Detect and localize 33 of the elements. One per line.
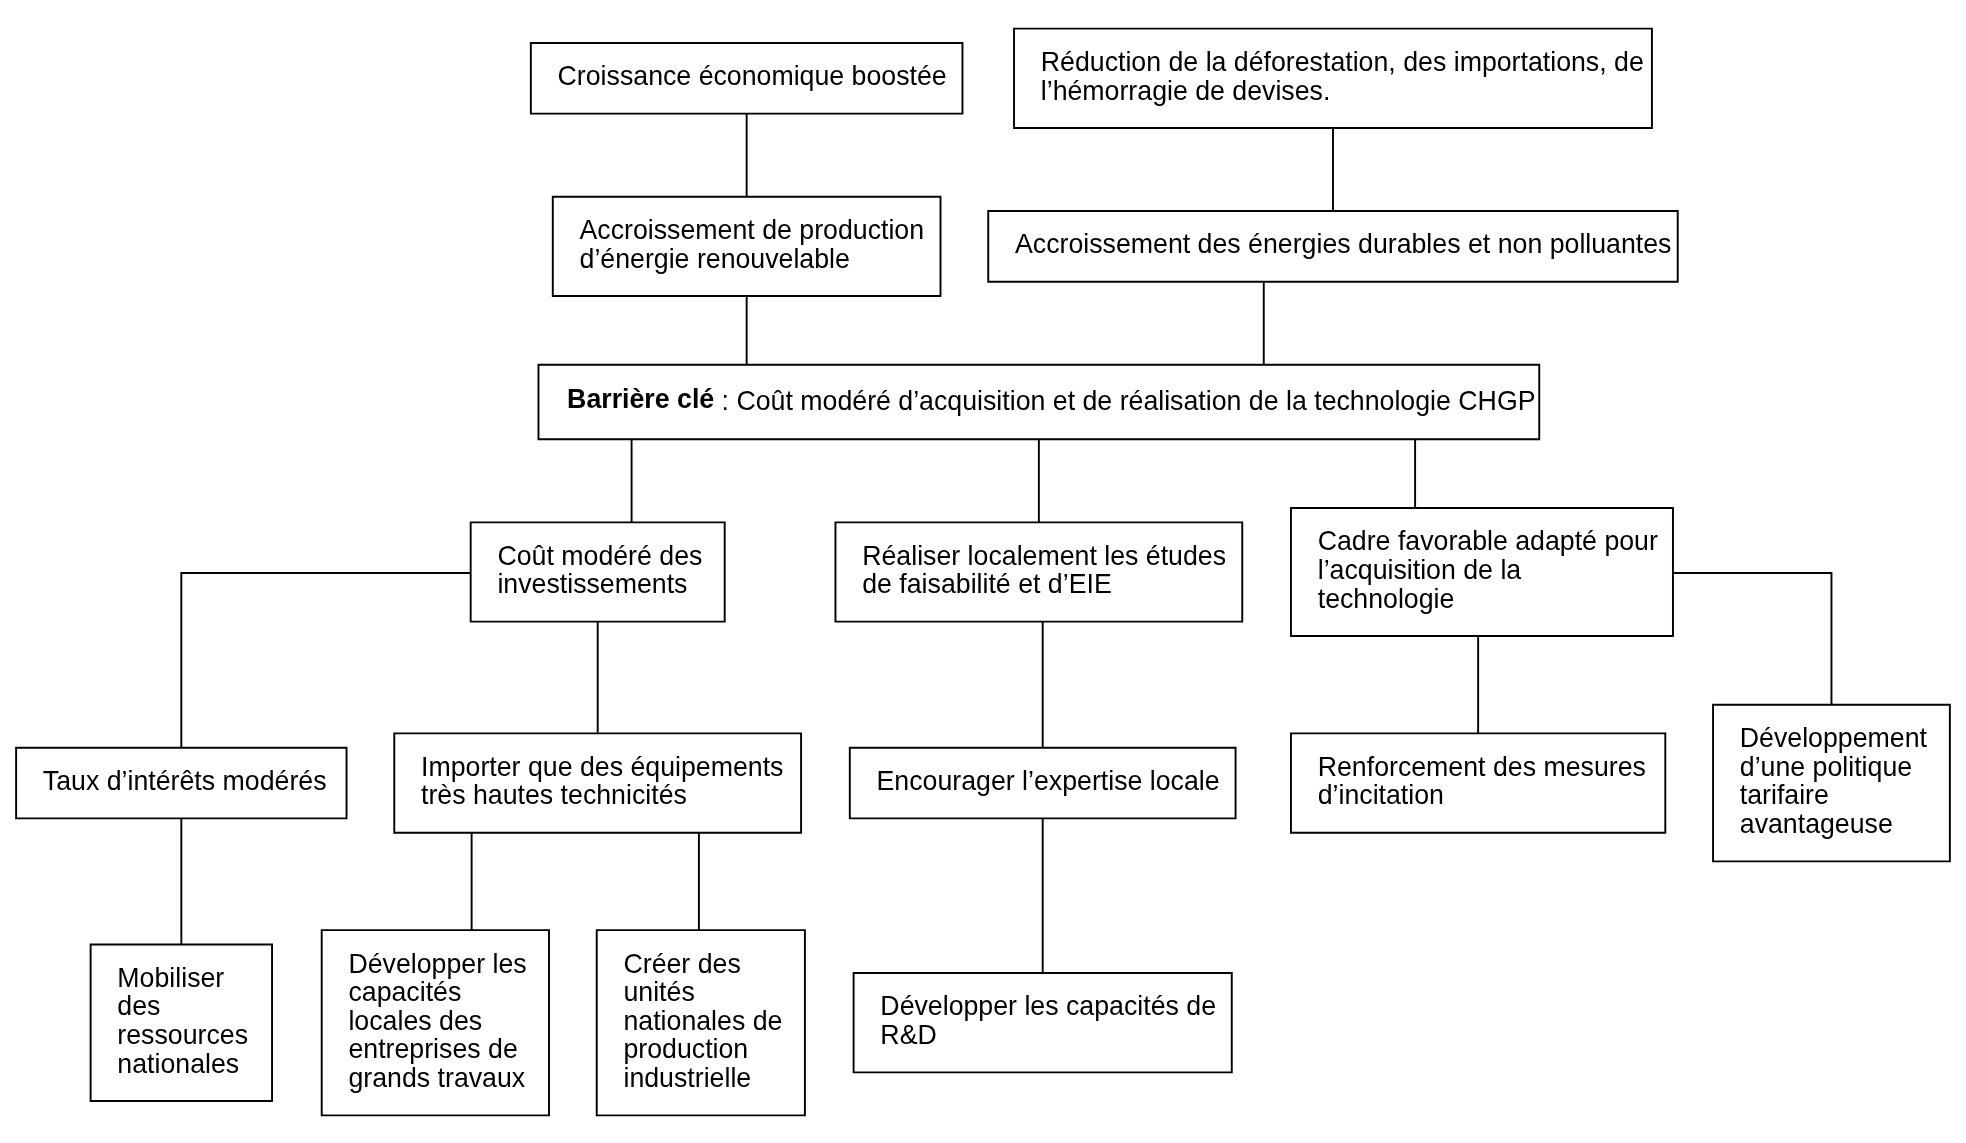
node-box: Coût modéré des investissements xyxy=(469,520,726,623)
node-box: Développer les capacités locales des entreprises de grands travaux xyxy=(320,928,550,1116)
connector xyxy=(1041,620,1044,748)
node-box: Développement d’une politique tarifaire avantageuse xyxy=(1712,703,1951,862)
node-box: Encourager l’expertise locale xyxy=(848,746,1237,819)
connector xyxy=(745,295,748,365)
connector xyxy=(1477,635,1480,734)
connector xyxy=(697,831,700,931)
connector xyxy=(180,571,472,748)
node-box: Importer que des équipements très hautes technicités xyxy=(393,731,803,834)
node-box: Développer les capacités de R&D xyxy=(852,971,1233,1073)
node-box: Cadre favorable adapté pour l’acquisition de la technologie xyxy=(1290,506,1674,637)
connector xyxy=(630,438,633,523)
connector xyxy=(1262,281,1265,365)
connector xyxy=(470,831,473,931)
node-box: Créer des unités nationales de production industrielle xyxy=(595,928,806,1116)
node-box: Barrière clé : Coût modéré d’acquisition et de réalisation de la technologie CHGP xyxy=(537,363,1541,440)
node-box: Accroissement de production d’énergie renouvelable xyxy=(551,195,942,297)
node-box: Réaliser localement les études de faisabilité et d’EIE xyxy=(834,520,1244,623)
node-box: Taux d’intérêts modérés xyxy=(15,746,348,819)
node-box: Réduction de la déforestation, des importations, de l’hémorragie de devises. xyxy=(1013,27,1653,129)
node-box: Croissance économique boostée xyxy=(529,41,964,115)
connector xyxy=(1332,127,1334,212)
connector xyxy=(1414,438,1417,509)
connector xyxy=(1037,438,1040,523)
connector xyxy=(745,112,748,197)
node-box: Accroissement des énergies durables et non polluantes xyxy=(987,209,1679,283)
connector xyxy=(1041,816,1044,974)
connector xyxy=(1672,571,1833,705)
connector xyxy=(180,816,183,945)
node-box: Renforcement des mesures d’incitation xyxy=(1290,731,1667,834)
connector xyxy=(596,620,599,734)
node-box: Mobiliser des ressources nationales xyxy=(89,942,273,1102)
